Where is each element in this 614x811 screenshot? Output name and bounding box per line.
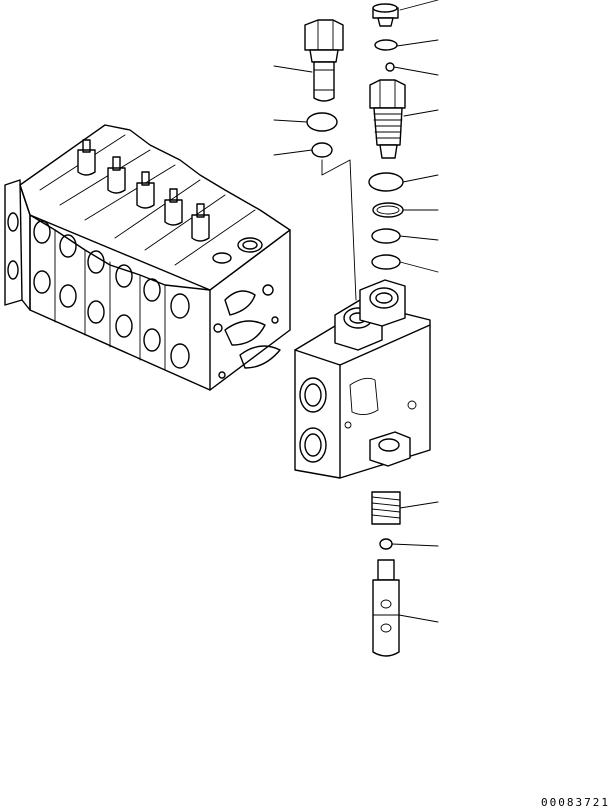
relief-valve-body [369,79,406,159]
spool [372,559,400,657]
backup-ring [372,202,404,218]
ball [385,62,395,72]
poppet-ball [379,538,393,550]
spring [371,491,401,525]
o-ring-b [371,228,401,244]
leader-lines [273,0,439,623]
plug-cap [372,3,399,27]
o-ring-left-2 [311,142,333,158]
drawing-code: 00083721 [541,796,610,809]
o-ring-c [371,254,401,270]
plug-assembly [304,19,344,102]
control-valve-assembly [4,124,291,391]
spool-ends [77,139,210,242]
o-ring-left-1 [306,112,338,132]
o-ring-a [368,172,404,192]
valve-section-body [294,279,431,479]
o-ring-small-top [374,39,398,51]
